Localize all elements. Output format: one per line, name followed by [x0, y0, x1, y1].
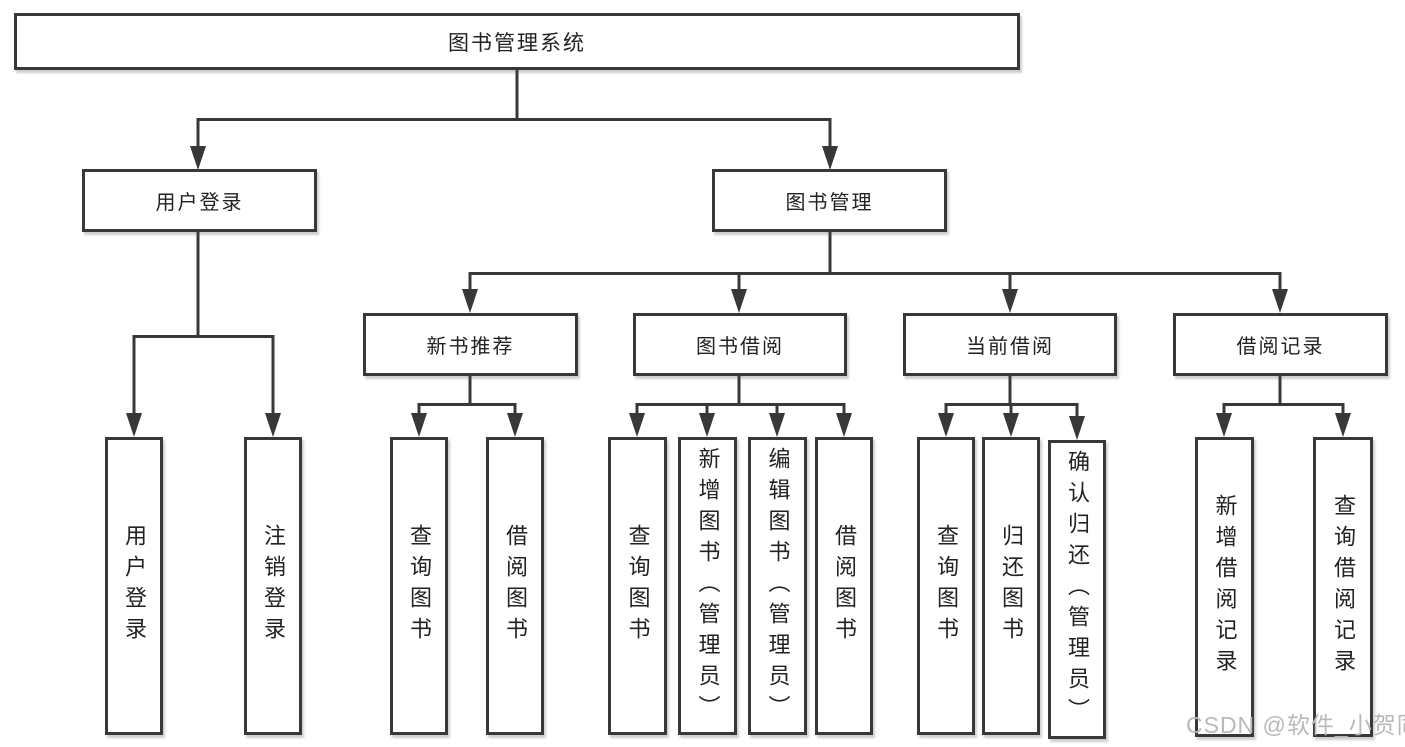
leaf-nb-query-books: 查询图书: [390, 437, 448, 735]
leaf-bb-borrow-books: 借阅图书: [815, 437, 873, 735]
leaf-nb-borrow-books: 借阅图书: [486, 437, 544, 735]
leaf-br-query-record: 查询借阅记录: [1313, 437, 1373, 737]
node-book-borrowing: 图书借阅: [633, 313, 847, 376]
leaf-logout: 注销登录: [244, 437, 302, 735]
leaf-cb-confirm-return-admin: 确认归还（管理员）: [1048, 440, 1106, 739]
node-borrowing-records: 借阅记录: [1173, 313, 1388, 376]
node-library-system: 图书管理系统: [14, 13, 1020, 70]
node-book-management: 图书管理: [712, 169, 947, 232]
leaf-br-add-record: 新增借阅记录: [1195, 437, 1254, 737]
leaf-user-login: 用户登录: [105, 437, 163, 735]
leaf-cb-query-books: 查询图书: [917, 437, 975, 735]
node-user-login: 用户登录: [82, 169, 317, 232]
watermark: CSDN @软件_小贺同学: [1186, 712, 1405, 738]
node-new-book-recommendation: 新书推荐: [363, 313, 578, 376]
node-current-borrowing: 当前借阅: [903, 313, 1117, 376]
leaf-bb-add-books-admin: 新增图书（管理员）: [678, 437, 737, 735]
leaf-bb-edit-books-admin: 编辑图书（管理员）: [748, 437, 807, 735]
leaf-bb-query-books: 查询图书: [608, 437, 667, 735]
leaf-cb-return-books: 归还图书: [982, 437, 1040, 735]
